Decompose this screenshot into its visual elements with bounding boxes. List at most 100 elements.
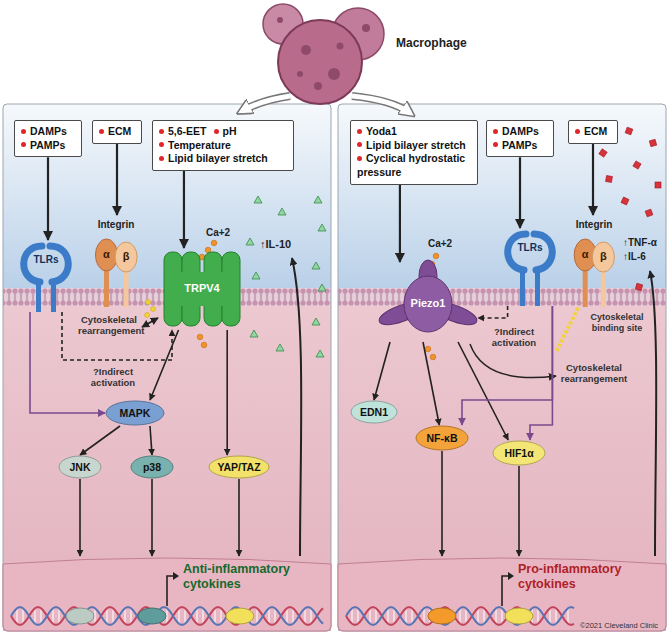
calcium-ion [433,253,439,259]
cytokine-il10 [312,262,320,269]
cytokine-label: ↑IL-10 [260,238,306,251]
integrin-leg [124,269,129,307]
cytokine-il10 [278,208,286,215]
edge-label: ?Indirect activation [82,366,144,389]
arrow-connector [399,185,401,262]
arrow-connector [458,342,508,440]
dna-strand [11,607,323,625]
receptor-stalk [535,268,540,306]
stimulus-item: Temperature [159,139,231,153]
node-label: TRPV4 [160,282,244,295]
dna-rung [184,608,186,624]
arrow-connector [80,426,120,455]
process-label: Cytoskeletal rearrangement [78,314,140,337]
ellipse-outline [59,456,101,478]
dna-rung [483,608,485,624]
stimulus-item: DAMPs [21,125,76,139]
dna-rung [357,608,359,624]
dna-rung [567,608,569,624]
integrin-alpha [95,239,117,271]
node-label: Integrin [568,219,620,231]
stimulus-box: Yoda1Lipid bilayer stretchCyclical hydro… [350,120,478,185]
cytoplasm [338,306,666,631]
dna-rung [351,608,353,624]
ion-channel: TRPV4 [160,248,244,330]
branch-arrow [242,96,290,111]
stimulus-item: pH [214,125,237,139]
dna-rung [40,608,42,624]
node-shape [14,240,78,312]
node-label: β [116,250,136,263]
cytokine-proinflammatory [649,139,656,146]
dna-rung [495,608,497,624]
ion-channel: Piezo1 [378,262,478,342]
macrophage-cell [278,20,362,104]
ellipse-outline [493,441,545,465]
cytokine-il10 [254,196,262,203]
cytokine-il10 [250,330,258,337]
cell-texture [277,17,283,23]
edge-label: ?Indirect activation [484,326,544,349]
integrin-leg [601,269,606,307]
stimulus-item: DAMPs [493,125,548,139]
dna-rung [106,608,108,624]
cytokine-il10 [246,238,254,245]
secretion-arrow [650,271,656,556]
cell-texture [297,71,303,77]
cytokine-il10 [314,196,322,203]
cytokine-il10 [252,272,260,279]
node-label: α [96,248,116,261]
extracellular-space [338,104,666,290]
actin-fragment [151,307,156,312]
receptor-stalk [520,268,525,306]
toll-like-receptor: TLRs [498,228,562,306]
dna-rung [22,608,24,624]
dna-rung [477,608,479,624]
dna-rung [286,608,288,624]
actin-filament [556,308,578,352]
dna-rung [274,608,276,624]
node-shape [498,228,562,306]
stimulus-box: ECM [92,120,142,144]
actin-fragment [145,313,150,318]
node-label: α [575,248,595,261]
integrin-receptor: Integrin αβ [88,215,144,307]
arrow-connector [150,426,152,455]
branch-arrow [352,96,410,113]
dna-rung [58,608,60,624]
dna-rung [555,608,557,624]
lipid-bilayer [338,288,666,306]
ellipse-outline [351,401,397,423]
dna-rung [214,608,216,624]
stimulus-item: PAMPs [493,139,548,153]
cytokine-proinflammatory [645,209,653,217]
node-label: MAPK [120,407,151,419]
arrow-connector [79,479,81,556]
dna-rung [292,608,294,624]
cytokine-proinflammatory [621,197,629,205]
transcription-arrowhead [508,572,514,580]
arrow-connector [47,157,49,240]
dna-rung [256,608,258,624]
ellipse-outline [131,456,173,478]
stimulus-item: Cyclical hydrostatic pressure [357,152,472,179]
dna-rung [202,608,204,624]
dna-rung [268,608,270,624]
signal-molecule: MAPK [105,400,165,426]
transcription-factor [428,608,456,624]
output-label: Pro-inflammatory cytokines [518,562,648,592]
dna-rung [178,608,180,624]
structure-label: Cytoskeletal binding site [586,312,648,334]
ion-label: Ca+2 [428,238,462,250]
stimulus-item: 5,6-EET [159,125,207,139]
dna-helix [346,607,574,625]
cytokine-label: ↑IL-6 [623,251,667,263]
dna-rung [537,608,539,624]
node-label: TLRs [498,242,562,254]
node-label: Integrin [88,219,144,231]
transcription-arrowhead [173,572,179,580]
dna-rung [411,608,413,624]
dna-rung [196,608,198,624]
node-label: JNK [69,461,90,473]
dna-rung [387,608,389,624]
